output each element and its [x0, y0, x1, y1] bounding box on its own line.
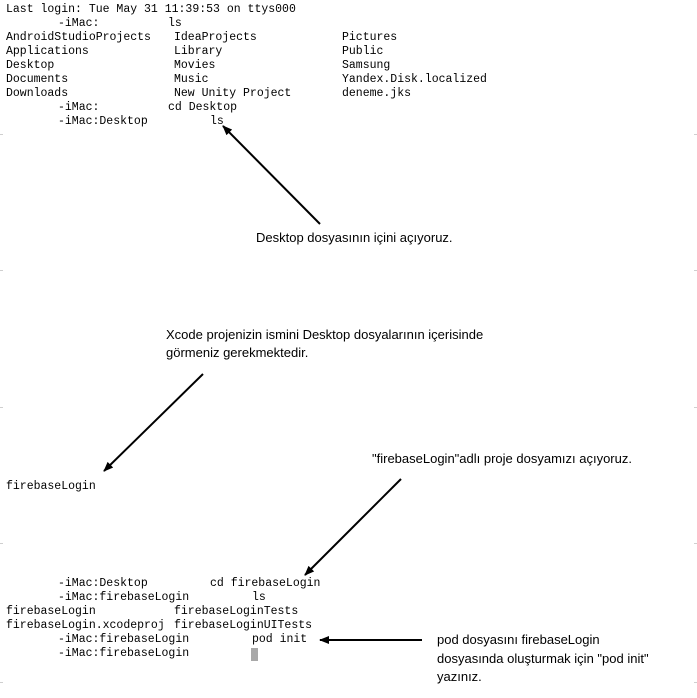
listing-item: Downloads — [6, 87, 69, 100]
edge-tick — [0, 682, 3, 683]
listing-item: Desktop — [6, 59, 55, 72]
command: ls — [210, 115, 224, 128]
project-listing-item: firebaseLoginUITests — [174, 619, 313, 632]
project-listing-item: firebaseLogin — [6, 605, 96, 618]
prompt: -iMac:firebaseLogin — [58, 591, 190, 604]
annotation-pod-line: pod dosyasını firebaseLogin — [437, 632, 600, 647]
arrow-to-cd-firebaselogin — [304, 478, 402, 576]
annotation-xcode-line: Xcode projenizin ismini Desktop dosyalar… — [166, 327, 484, 342]
arrow-to-ls — [222, 125, 321, 225]
listing-item: Music — [174, 73, 209, 86]
listing-item: Pictures — [342, 31, 398, 44]
prompt: -iMac: — [58, 17, 100, 30]
listing-item: Documents — [6, 73, 69, 86]
listing-item: Movies — [174, 59, 216, 72]
annotation-xcode-line: görmeniz gerekmektedir. — [166, 345, 309, 360]
prompt: -iMac:Desktop — [58, 115, 148, 128]
annotation-pod-line: yazınız. — [437, 669, 482, 684]
last-login-line: Last login: Tue May 31 11:39:53 on ttys0… — [6, 3, 296, 16]
project-listing-item: firebaseLogin.xcodeproj — [6, 619, 165, 632]
edge-tick — [0, 407, 3, 408]
edge-tick — [694, 407, 697, 408]
command: ls — [252, 591, 266, 604]
edge-tick — [0, 270, 3, 271]
prompt: -iMac: — [58, 101, 100, 114]
listing-item: New Unity Project — [174, 87, 292, 100]
listing-item: IdeaProjects — [174, 31, 257, 44]
command: cd firebaseLogin — [210, 577, 321, 590]
terminal-cursor[interactable] — [251, 648, 258, 661]
edge-tick — [694, 682, 697, 683]
command: pod init — [252, 633, 308, 646]
listing-item: Applications — [6, 45, 89, 58]
prompt: -iMac:Desktop — [58, 577, 148, 590]
edge-tick — [0, 134, 3, 135]
edge-tick — [694, 270, 697, 271]
listing-item: deneme.jks — [342, 87, 412, 100]
prompt: -iMac:firebaseLogin — [58, 647, 190, 660]
listing-item: Public — [342, 45, 384, 58]
edge-tick — [0, 543, 3, 544]
listing-item: AndroidStudioProjects — [6, 31, 151, 44]
desktop-listing-item: firebaseLogin — [6, 480, 96, 493]
arrow-to-firebaselogin — [103, 373, 204, 472]
edge-tick — [694, 134, 697, 135]
listing-item: Yandex.Disk.localized — [342, 73, 487, 86]
listing-item: Library — [174, 45, 223, 58]
annotation-desktop-open: Desktop dosyasının içini açıyoruz. — [256, 230, 453, 245]
edge-tick — [694, 543, 697, 544]
annotation-pod-line: dosyasında oluşturmak için "pod init" — [437, 651, 649, 666]
project-listing-item: firebaseLoginTests — [174, 605, 299, 618]
command: cd Desktop — [168, 101, 238, 114]
annotation-firebase-open: "firebaseLogin"adlı proje dosyamızı açıy… — [372, 451, 632, 466]
prompt: -iMac:firebaseLogin — [58, 633, 190, 646]
command: ls — [168, 17, 182, 30]
listing-item: Samsung — [342, 59, 391, 72]
